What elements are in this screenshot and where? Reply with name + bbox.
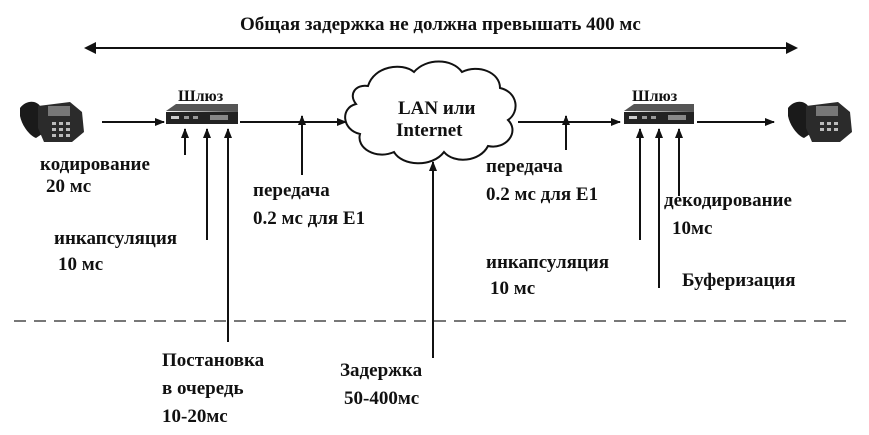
gateway-left-icon — [166, 104, 238, 124]
encapsulation-left-label: инкапсуляция — [54, 228, 178, 249]
transmission-right-value: 0.2 мс для E1 — [486, 184, 599, 205]
total-delay-arrow — [84, 42, 798, 54]
transmission-left-value: 0.2 мс для E1 — [253, 208, 366, 229]
queueing-label-line2: в очередь — [162, 378, 244, 399]
cloud-label-line2: Internet — [396, 120, 463, 141]
decoding-label: декодирование — [664, 190, 792, 211]
gateway-right-icon — [624, 104, 694, 124]
decoding-value: 10мс — [672, 218, 713, 239]
encapsulation-right-value: 10 мс — [490, 278, 536, 299]
network-delay-label: Задержка — [340, 360, 423, 381]
network-cloud-icon — [344, 60, 517, 165]
page-title: Общая задержка не должна превышать 400 м… — [240, 14, 641, 35]
cloud-label-line1: LAN или — [398, 98, 476, 119]
queueing-value: 10-20мс — [162, 406, 228, 427]
network-delay-value: 50-400мс — [344, 388, 420, 409]
gateway-left-label: Шлюз — [178, 88, 224, 105]
encapsulation-right-label: инкапсуляция — [486, 252, 610, 273]
transmission-right-label: передача — [486, 156, 563, 177]
coding-label: кодирование — [40, 154, 150, 175]
telephone-right-icon — [788, 101, 852, 142]
buffering-label: Буферизация — [682, 270, 796, 291]
coding-value: 20 мс — [46, 176, 92, 197]
encapsulation-left-value: 10 мс — [58, 254, 104, 275]
queueing-label-line1: Постановка — [162, 350, 265, 371]
telephone-left-icon — [20, 101, 84, 142]
transmission-left-label: передача — [253, 180, 330, 201]
gateway-right-label: Шлюз — [632, 88, 678, 105]
